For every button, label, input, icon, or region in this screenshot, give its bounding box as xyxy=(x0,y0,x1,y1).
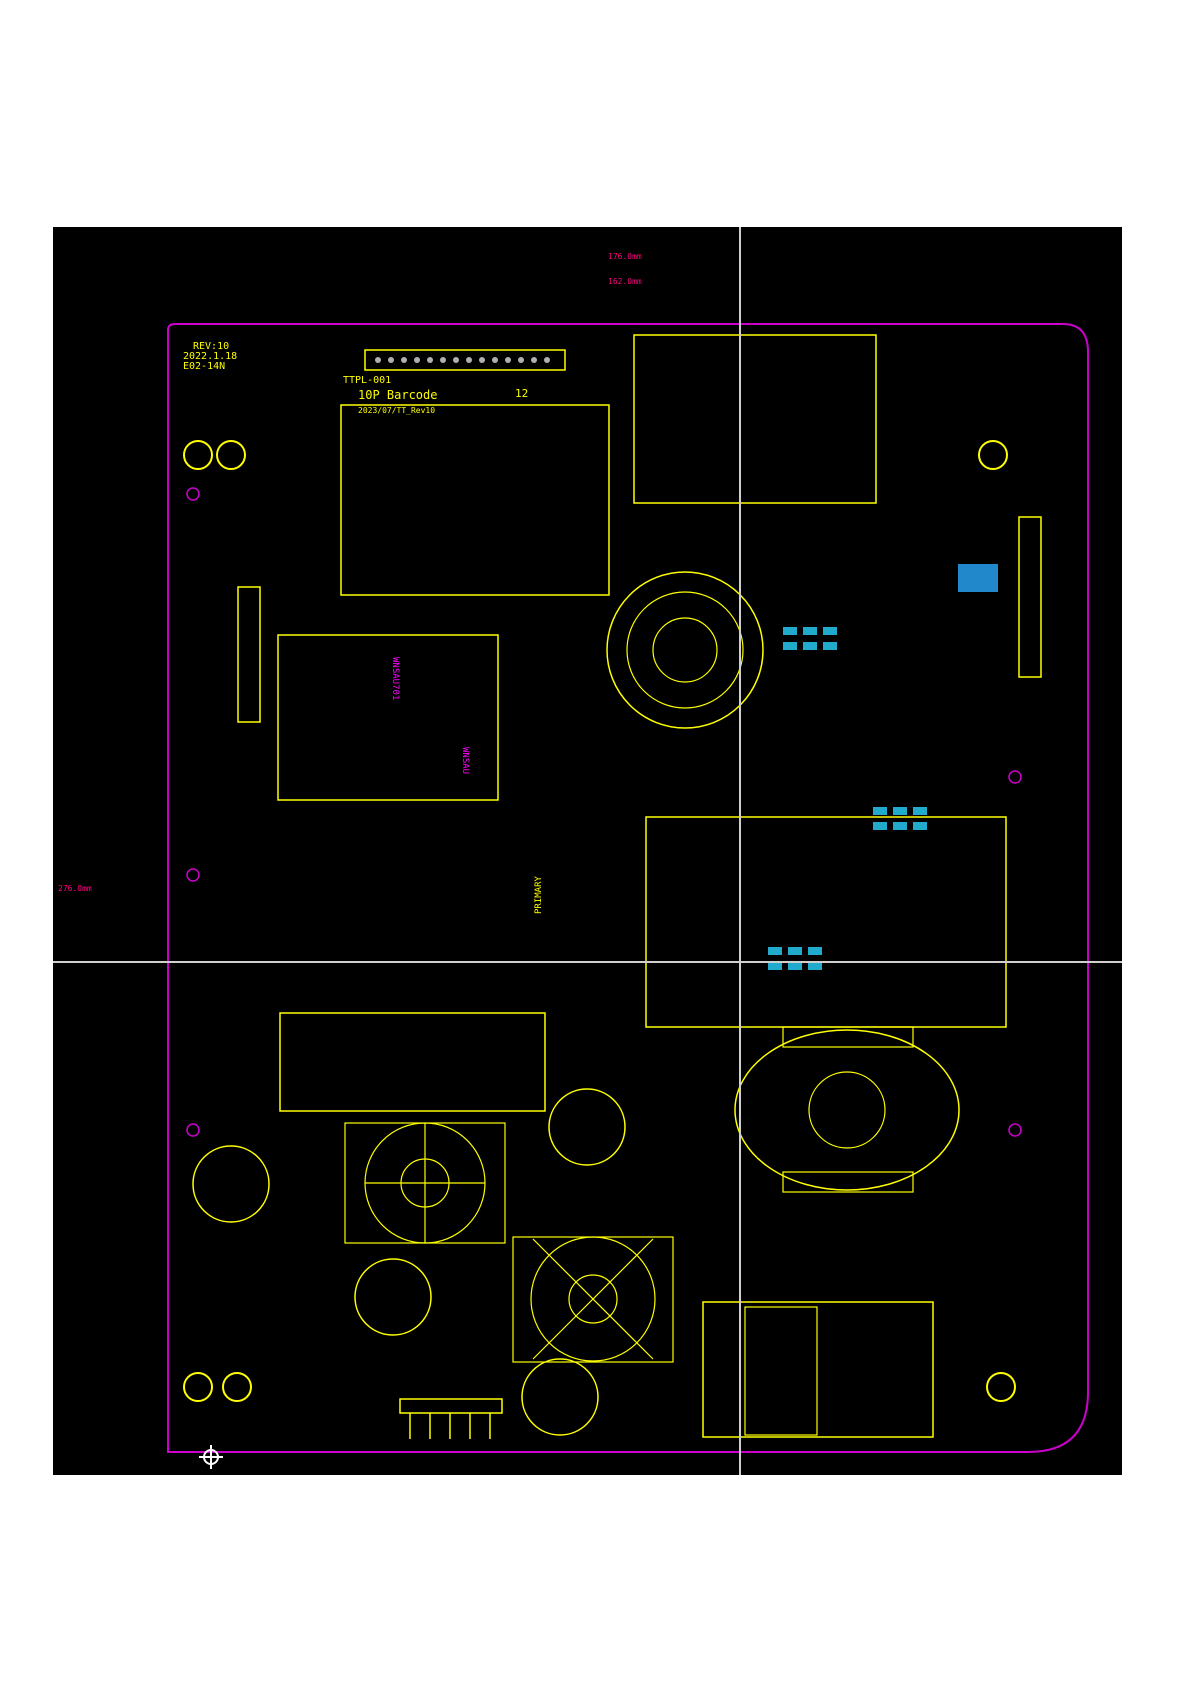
dimension-width-inner: 162.0mm xyxy=(608,277,642,286)
driver-block-center[interactable] xyxy=(646,817,1006,1027)
ic-u2-label: WNSAU xyxy=(460,747,470,774)
capacitor-center-2[interactable] xyxy=(522,1359,598,1435)
fan-left[interactable] xyxy=(345,1123,505,1243)
connector-bottom-left-pins xyxy=(410,1413,490,1439)
board-outline xyxy=(168,324,1088,1452)
ic-u1-package[interactable] xyxy=(278,635,498,800)
mounting-holes xyxy=(184,441,1015,1401)
connector-bottom-left[interactable] xyxy=(400,1399,502,1413)
smd-cluster-right xyxy=(768,627,927,970)
header-right[interactable] xyxy=(1019,517,1041,677)
label-primary: PRIMARY xyxy=(534,875,544,914)
dimension-width-top: 176.0mm xyxy=(608,252,642,261)
blue-smd-chip xyxy=(958,564,998,592)
connector-top-pins xyxy=(375,357,550,363)
relay-bottom-right[interactable] xyxy=(703,1302,933,1437)
label-sub-code: 2023/07/TT_Rev10 xyxy=(358,406,435,415)
relay-block-top-right[interactable] xyxy=(634,335,876,503)
ic-u1-label: WNSAU701 xyxy=(390,657,400,700)
pcb-viewport[interactable]: 176.0mm 162.0mm 276.0mm REV:10 2022.1.18… xyxy=(53,227,1122,1475)
label-barcode: 10P Barcode xyxy=(358,388,437,402)
capacitor-center-1[interactable] xyxy=(549,1089,625,1165)
header-left[interactable] xyxy=(238,587,260,722)
module-top-center[interactable] xyxy=(341,405,609,595)
transformer-bottom-right[interactable] xyxy=(735,1030,959,1190)
bus-block-left[interactable] xyxy=(280,1013,545,1111)
pcb-layout-canvas[interactable]: 176.0mm 162.0mm 276.0mm REV:10 2022.1.18… xyxy=(53,227,1122,1475)
origin-marker-icon xyxy=(199,1445,223,1469)
capacitor-left-1[interactable] xyxy=(193,1146,269,1222)
fan-center[interactable] xyxy=(513,1237,673,1362)
label-number-12: 12 xyxy=(515,387,528,400)
label-module-code: TTPL-001 xyxy=(343,375,391,386)
label-part-no: E02-14N xyxy=(183,361,225,372)
dimension-height-left: 276.0mm xyxy=(58,884,92,893)
capacitor-left-2[interactable] xyxy=(355,1259,431,1335)
crosshair-vertical xyxy=(739,227,741,1475)
crosshair-horizontal xyxy=(53,961,1122,963)
